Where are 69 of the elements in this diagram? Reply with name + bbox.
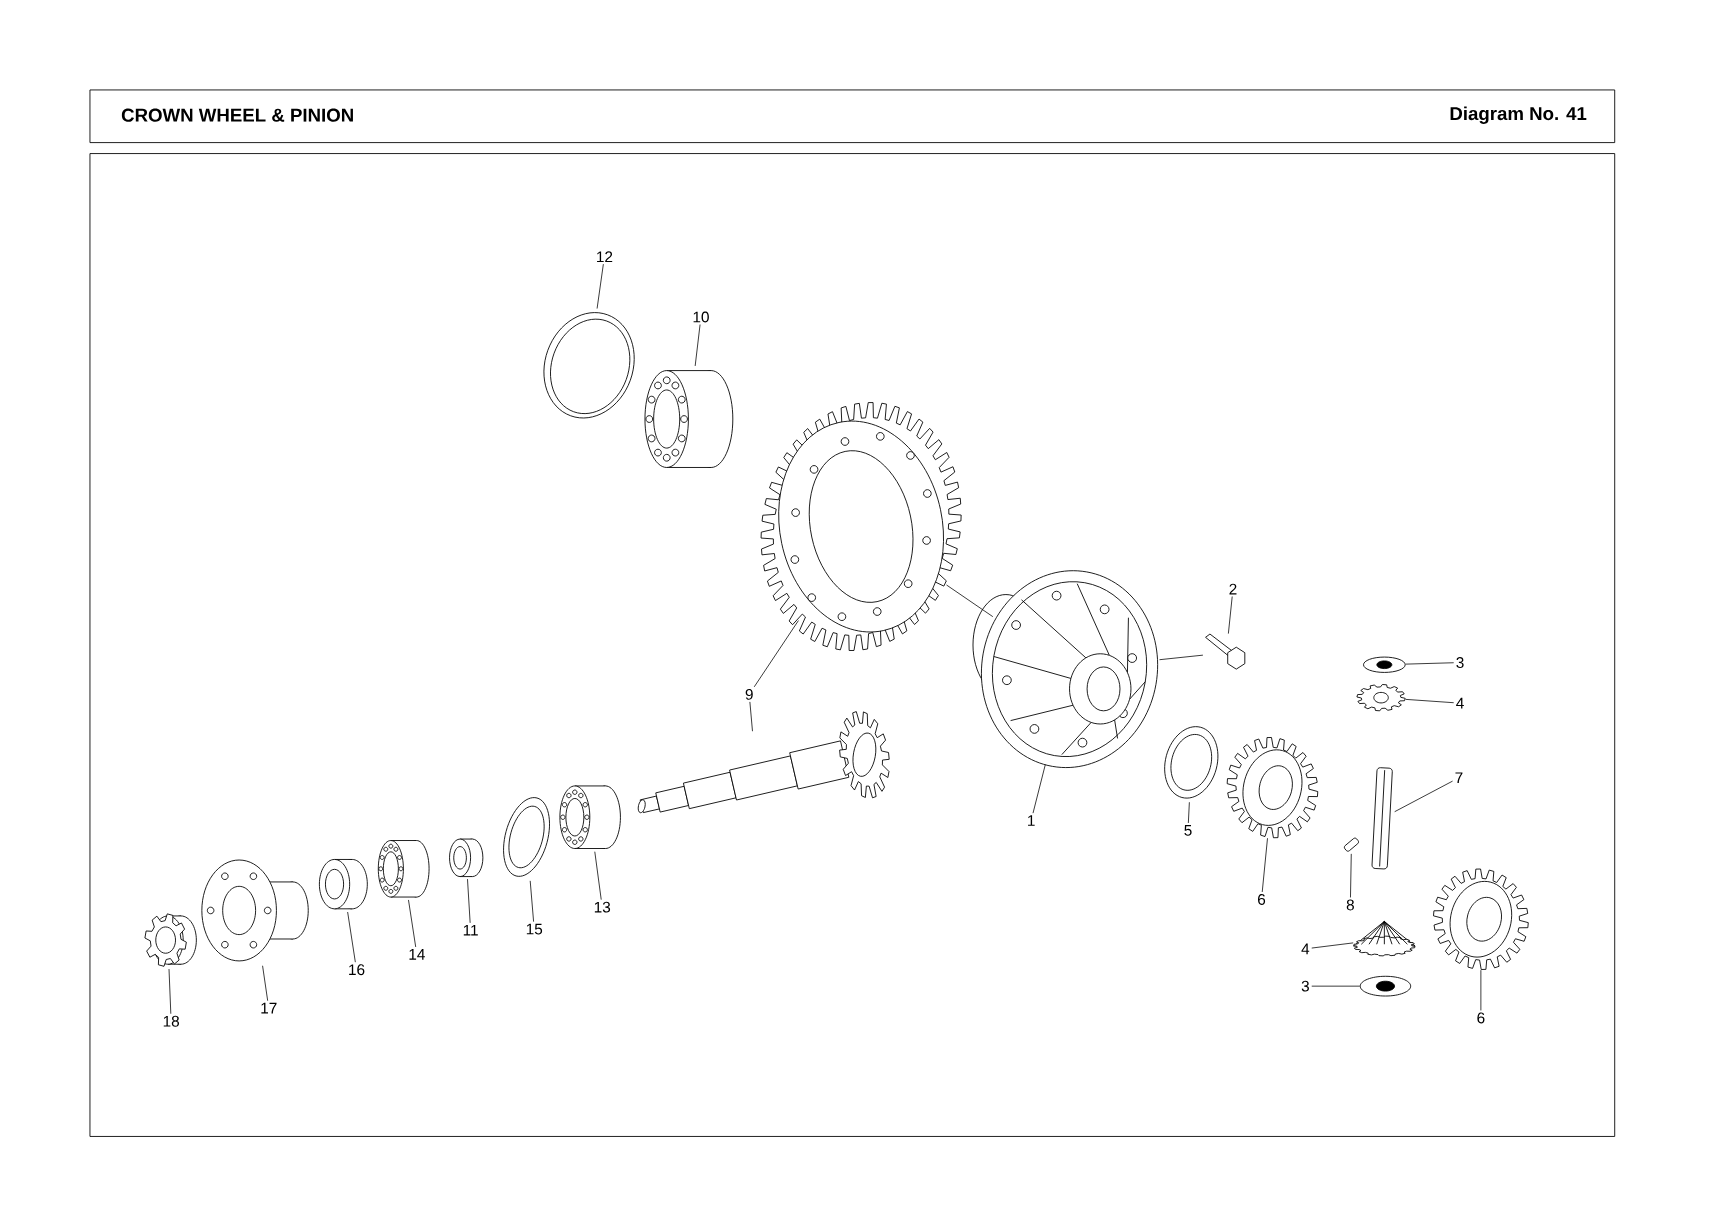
leader-line <box>1187 801 1190 824</box>
leader-line <box>1405 662 1455 665</box>
shim-drawing <box>1164 726 1219 799</box>
shim-drawing <box>503 796 550 877</box>
callout-number: 14 <box>409 948 425 960</box>
ring-drawing <box>543 311 635 419</box>
leader-line <box>1311 985 1361 987</box>
leader-line <box>1405 698 1455 703</box>
leader-line <box>408 899 417 948</box>
flange-drawing <box>201 859 309 962</box>
leader-line <box>168 968 172 1014</box>
leader-line <box>1480 969 1482 1011</box>
leader-line <box>262 965 269 1001</box>
callout-number: 7 <box>1455 772 1463 783</box>
crown-wheel-drawing <box>760 401 962 651</box>
nut-drawing <box>144 913 197 967</box>
leader-line <box>1311 942 1354 949</box>
callout-number: 3 <box>1301 980 1309 992</box>
gear-drawing <box>1433 868 1529 970</box>
assembly-line <box>1159 654 1204 660</box>
callout-number: 8 <box>1346 899 1354 911</box>
callout-number: 13 <box>594 901 611 913</box>
callout-number: 12 <box>597 251 613 262</box>
leader-line <box>694 323 701 367</box>
callout-number: 5 <box>1184 824 1192 836</box>
differential-case-drawing <box>972 570 1158 768</box>
washer-drawing <box>1359 975 1412 997</box>
leader-line <box>529 880 534 922</box>
leader-line <box>467 878 471 923</box>
bearing-drawing <box>377 839 430 898</box>
callout-number: 4 <box>1301 943 1310 954</box>
bearing-drawing <box>644 369 734 468</box>
callout-number: 2 <box>1229 583 1237 595</box>
leader-line <box>753 619 799 687</box>
leader-line <box>1350 853 1352 898</box>
bearing-drawing <box>559 785 621 849</box>
leader-line <box>1394 780 1453 812</box>
callout-number: 4 <box>1456 697 1464 709</box>
pin-drawing <box>1371 767 1393 870</box>
callout-number: 10 <box>693 311 709 323</box>
washer-drawing <box>1363 656 1406 673</box>
leader-line <box>1261 837 1268 893</box>
callout-number: 18 <box>163 1015 179 1027</box>
leader-line <box>1032 764 1046 814</box>
gear-drawing <box>1226 736 1319 838</box>
callout-number: 3 <box>1456 656 1464 668</box>
leader-line <box>594 851 602 900</box>
gear-drawing <box>1353 920 1416 957</box>
callout-number: 17 <box>261 1002 277 1014</box>
leader-line <box>1227 595 1233 634</box>
leader-line <box>347 911 356 963</box>
leader-line <box>596 263 604 309</box>
callout-number: 1 <box>1028 815 1035 826</box>
callout-number: 16 <box>349 964 365 975</box>
pinion-drawing <box>637 710 890 813</box>
bolt-drawing <box>1205 633 1246 670</box>
callout-number: 15 <box>526 923 543 935</box>
bush-drawing <box>318 858 368 910</box>
diagram-number: Diagram No. 41 <box>1450 106 1587 124</box>
pin-drawing <box>1343 837 1359 852</box>
assembly-line <box>946 584 994 617</box>
callout-number: 11 <box>463 924 478 936</box>
title: CROWN WHEEL & PINION <box>121 108 353 122</box>
callout-number: 6 <box>1258 893 1266 905</box>
gear-drawing <box>1356 683 1406 712</box>
callout-number: 9 <box>745 688 753 700</box>
leader-line <box>749 701 753 732</box>
callout-number: 6 <box>1477 1012 1485 1024</box>
bush-drawing <box>449 838 484 877</box>
